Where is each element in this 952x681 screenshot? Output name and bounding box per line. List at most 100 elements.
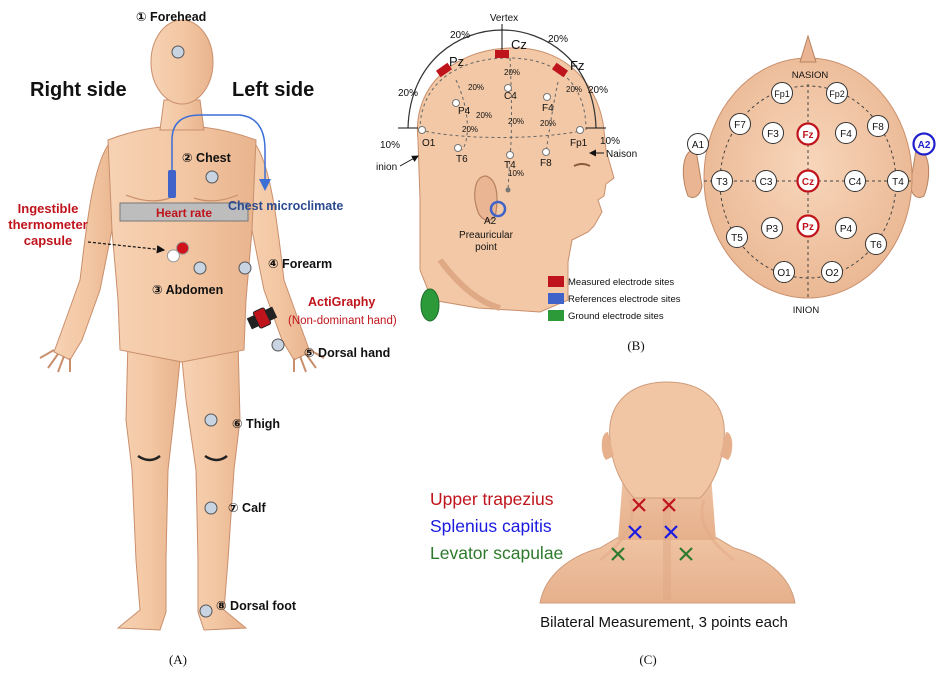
pct-10: 20%: [540, 119, 556, 128]
preauricular-label-l1: Preauricular: [459, 230, 514, 241]
thermometer-capsule-icon: [166, 241, 190, 263]
panel-c-label: (C): [639, 652, 656, 667]
upper-trapezius-marks: [632, 498, 676, 512]
pct-1: 20%: [450, 30, 470, 41]
naison-label: Naison: [606, 149, 637, 160]
side-electrode-c4: [504, 84, 512, 92]
site-label-calf: ⑦ Calf: [228, 501, 267, 515]
top-electrode-pz: [796, 214, 820, 238]
top-label-f3: F3: [767, 129, 779, 140]
top-label-f4: F4: [840, 129, 852, 140]
a2-reference-electrode: [489, 200, 507, 218]
chest-sensor: [168, 170, 176, 198]
top-electrode-t3: [711, 170, 733, 192]
side-label-cz: Cz: [511, 37, 527, 52]
levator-scapulae-label: Levator scapulae: [430, 543, 563, 563]
ingestible-label-l3: capsule: [24, 233, 72, 248]
top-label-cz: Cz: [802, 177, 814, 188]
top-label-p3: P3: [766, 224, 779, 235]
top-label-pz: Pz: [802, 222, 814, 233]
top-electrode-cz: [796, 169, 820, 193]
top-label-c4: C4: [849, 177, 862, 188]
actigraphy-watch-icon: [246, 306, 278, 330]
pct-12: 10%: [508, 169, 524, 178]
side-electrode-fz: [551, 62, 569, 78]
pct-right-10: 10%: [600, 136, 620, 147]
top-electrode-p3: [761, 217, 783, 239]
splenius-capitis-marks: [628, 525, 678, 539]
top-label-fz: Fz: [802, 130, 813, 141]
pct-9: 20%: [508, 117, 524, 126]
panel-b-top-view: NASION INION Fp1 Fp2 F7 F3 Fz F4 F8 A1 A…: [682, 34, 936, 316]
top-label-o2: O2: [825, 268, 839, 279]
top-electrode-f3: [762, 122, 784, 144]
pct-2: 20%: [548, 34, 568, 45]
pct-3: 20%: [398, 88, 418, 99]
top-label-t6: T6: [870, 240, 882, 251]
site-label-chest: ② Chest: [182, 151, 232, 165]
splenius-capitis-label: Splenius capitis: [430, 516, 552, 536]
site-dot-abdomen: [193, 261, 207, 275]
top-electrode-f7: [729, 113, 751, 135]
body-figure: [53, 19, 311, 631]
right-side-label: Right side: [30, 79, 127, 101]
pct-6: 20%: [468, 83, 484, 92]
site-label-forehead: ① Forehead: [136, 10, 206, 24]
site-dot-chest: [205, 170, 219, 184]
side-label-fp1: Fp1: [570, 138, 588, 149]
side-label-c4: C4: [504, 91, 517, 102]
top-label-c3: C3: [760, 177, 773, 188]
site-dot-calf: [204, 501, 218, 515]
legend-ground: Ground electrode sites: [568, 311, 664, 322]
panel-a-body-diagram: Heart rate ① Forehead Right side Left si…: [8, 10, 397, 667]
actigraphy-label: ActiGraphy: [308, 295, 375, 309]
side-label-f8: F8: [540, 158, 552, 169]
nasion-label: NASION: [792, 70, 829, 81]
top-electrode-t6: [865, 233, 887, 255]
site-dot-thigh: [204, 413, 218, 427]
side-electrode-t6: [454, 144, 462, 152]
side-electrode-cz: [495, 50, 509, 58]
heart-rate-label: Heart rate: [156, 206, 212, 220]
pct-7: 20%: [566, 85, 582, 94]
top-label-a2: A2: [918, 140, 931, 151]
top-label-f7: F7: [734, 120, 746, 131]
top-electrode-f4: [835, 122, 857, 144]
side-label-fz: Fz: [570, 58, 584, 73]
ingestible-label-l2: thermometer: [8, 217, 87, 232]
site-label-forearm: ④ Forearm: [268, 257, 332, 271]
top-electrode-t4: [887, 170, 909, 192]
top-electrode-t5: [726, 226, 748, 248]
top-electrode-a2: [912, 132, 936, 156]
bilateral-caption: Bilateral Measurement, 3 points each: [540, 614, 788, 631]
top-electrode-fz: [796, 122, 820, 146]
top-electrode-f8: [867, 115, 889, 137]
pct-11: 20%: [462, 125, 478, 134]
back-head: [609, 381, 725, 499]
side-electrode-p4: [452, 99, 460, 107]
pct-left-10: 10%: [380, 140, 400, 151]
panel-b-side-view: Vertex Cz Pz Fz 20% 20% 20% 20% 20% 20% …: [376, 13, 681, 353]
top-electrodes: Fp1 Fp2 F7 F3 Fz F4 F8 A1 A2 T3 C3 Cz C4: [687, 82, 936, 283]
top-label-t4: T4: [892, 177, 904, 188]
side-label-t4: T4: [504, 160, 516, 171]
pct-8: 20%: [476, 111, 492, 120]
capsule-pointer: [87, 241, 166, 254]
top-electrode-a1: [687, 133, 709, 155]
top-label-t3: T3: [716, 177, 728, 188]
site-label-thigh: ⑥ Thigh: [232, 417, 280, 431]
top-label-fp1: Fp1: [774, 89, 790, 99]
side-electrode-f8: [542, 148, 550, 156]
top-electrode-fp1: [771, 82, 793, 104]
panel-a-label: (A): [169, 652, 187, 667]
side-label-p4: P4: [458, 106, 471, 117]
pct-5: 20%: [504, 68, 520, 77]
site-dot-forehead: [171, 45, 185, 59]
top-label-t5: T5: [731, 233, 743, 244]
site-label-abdomen: ③ Abdomen: [152, 283, 223, 297]
legend-measured: Measured electrode sites: [568, 277, 674, 288]
preauricular-label-l2: point: [475, 242, 497, 253]
side-label-pz: Pz: [449, 54, 464, 69]
heart-rate-band: [119, 202, 249, 222]
ground-electrode: [420, 288, 440, 322]
